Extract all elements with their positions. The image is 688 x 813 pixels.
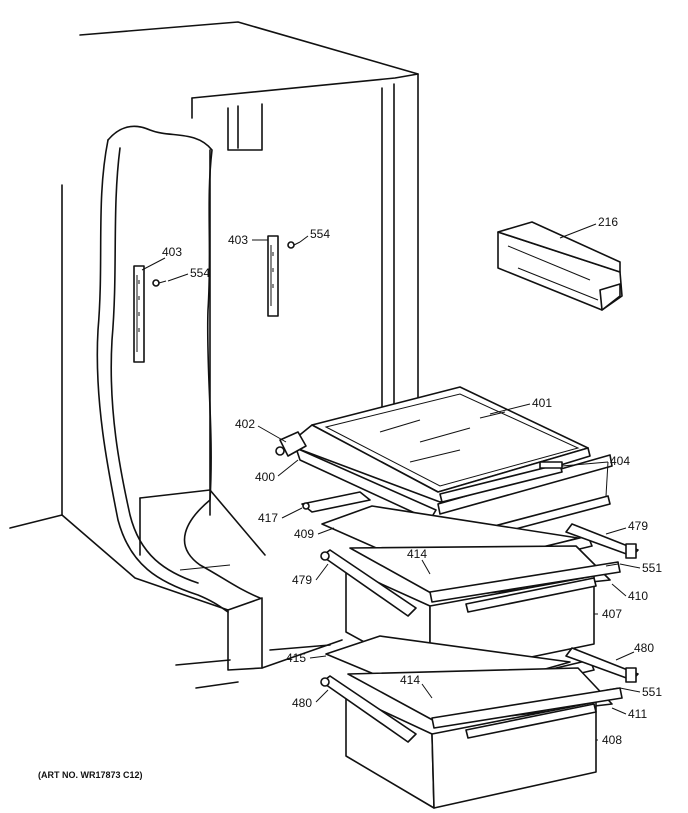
shelf-frame	[295, 424, 613, 521]
label-551-lower: 551	[642, 685, 662, 699]
label-404: 404	[610, 454, 630, 468]
label-411: 411	[628, 707, 647, 721]
art-number-note: (ART NO. WR17873 C12)	[38, 770, 143, 780]
shelf-bracket	[275, 431, 307, 457]
label-480-right: 480	[634, 641, 654, 655]
label-408: 408	[602, 733, 622, 747]
part-labels: 216 401 402 400 403 554 403 554 404 417 …	[162, 215, 662, 747]
label-403-left: 403	[162, 245, 182, 259]
label-403-right: 403	[228, 233, 248, 247]
label-414-lower: 414	[400, 673, 420, 687]
shelf-support-left	[133, 265, 145, 363]
label-554-left: 554	[190, 266, 210, 280]
label-401: 401	[532, 396, 552, 410]
label-414-upper: 414	[407, 547, 427, 561]
label-479-right: 479	[628, 519, 648, 533]
door-bin	[497, 221, 623, 311]
rail-417	[301, 491, 371, 513]
cabinet	[9, 21, 419, 689]
label-415: 415	[286, 651, 306, 665]
screw-left	[152, 279, 167, 287]
label-554-right: 554	[310, 227, 330, 241]
label-479-left: 479	[292, 573, 312, 587]
label-417: 417	[258, 511, 278, 525]
label-400: 400	[255, 470, 275, 484]
screw-right	[287, 241, 301, 249]
shelf-support-right	[267, 235, 279, 317]
label-551-upper: 551	[642, 561, 662, 575]
label-409: 409	[294, 527, 314, 541]
lower-drawer-assembly	[320, 647, 639, 809]
label-410: 410	[628, 589, 648, 603]
label-402: 402	[235, 417, 255, 431]
label-407: 407	[602, 607, 622, 621]
leader-lines	[141, 223, 641, 741]
label-480-left: 480	[292, 696, 312, 710]
label-216: 216	[598, 215, 618, 229]
